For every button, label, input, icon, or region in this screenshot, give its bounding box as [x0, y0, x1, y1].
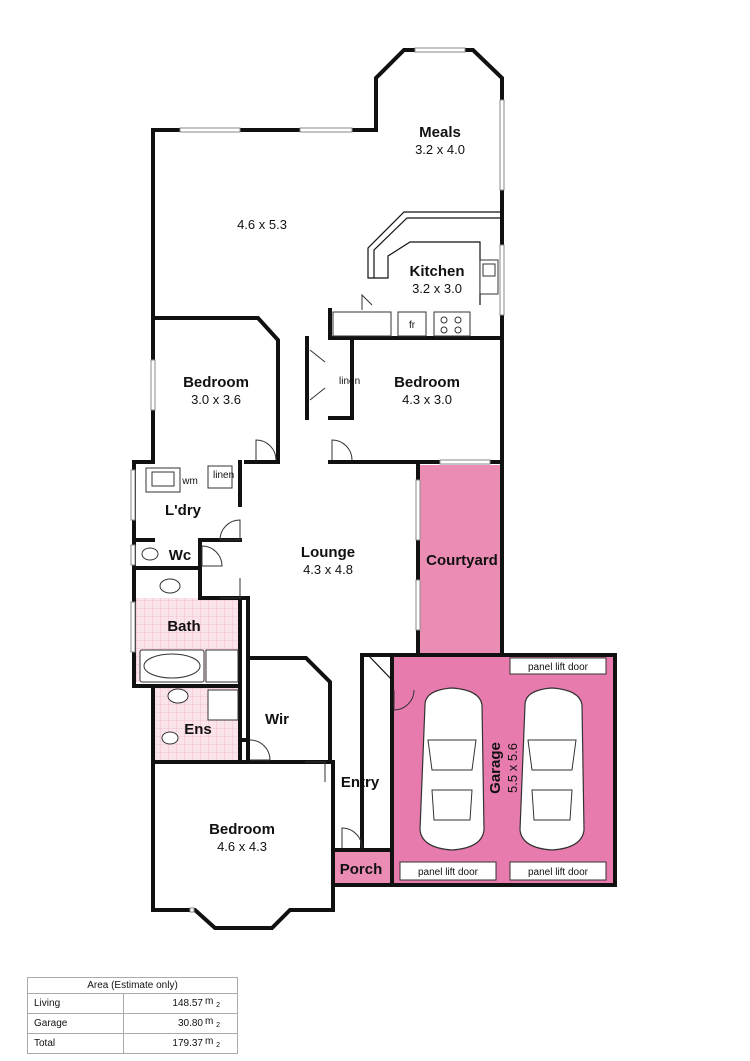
- area-row-unit: m 2: [205, 993, 238, 1014]
- bedroom-mid-label: Bedroom: [394, 374, 460, 391]
- porch-label: Porch: [340, 861, 383, 878]
- lounge-label: Lounge: [301, 544, 355, 561]
- panel-door-top: [509, 657, 607, 675]
- main-bedroom-dim: 4.6 x 4.3: [217, 839, 267, 854]
- main-bedroom-label: Bedroom: [209, 821, 275, 838]
- area-row-garage: Garage 30.80 m 2: [26, 1013, 238, 1034]
- kitchen-dim: 3.2 x 3.0: [412, 281, 462, 296]
- garage-label: Garage: [487, 742, 504, 794]
- area-row-unit: m 2: [205, 1033, 238, 1054]
- courtyard-area: [418, 465, 502, 655]
- panel-door-bottom-left: [399, 861, 497, 881]
- laundry-fixtures: [145, 465, 233, 493]
- windows: [130, 47, 505, 913]
- wc-label: Wc: [169, 547, 192, 564]
- panel-door-bottom-right-label: panel lift door: [528, 867, 589, 878]
- courtyard-label: Courtyard: [426, 552, 498, 569]
- bedroom-west-dim: 3.0 x 3.6: [191, 392, 241, 407]
- panel-door-top-label: panel lift door: [528, 662, 589, 673]
- linen-hall-label: linen: [339, 376, 360, 387]
- area-row-unit: m 2: [205, 1013, 238, 1034]
- panel-door-bottom-left-label: panel lift door: [418, 867, 479, 878]
- car-right-icon: [519, 687, 585, 851]
- area-row-label: Living: [26, 993, 125, 1014]
- bath-fixtures: [139, 547, 239, 745]
- garage-dim: 5.5 x 5.6: [505, 743, 520, 793]
- washing-machine-label: wm: [181, 476, 198, 487]
- wir-label: Wir: [265, 711, 289, 728]
- area-table: Area (Estimate only) Living 148.57 m 2 G…: [26, 977, 238, 1054]
- area-row-total: Total 179.37 m 2: [26, 1033, 238, 1054]
- bedroom-mid-dim: 4.3 x 3.0: [402, 392, 452, 407]
- fridge-label: fr: [409, 320, 416, 331]
- area-row-value: 30.80: [123, 1013, 205, 1034]
- area-table-title: Area (Estimate only): [27, 977, 238, 994]
- laundry-label: L'dry: [165, 502, 202, 519]
- meals-dim: 3.2 x 4.0: [415, 142, 465, 157]
- bath-label: Bath: [167, 618, 200, 635]
- ensuite-label: Ens: [184, 721, 212, 738]
- meals-label: Meals: [419, 124, 461, 141]
- area-row-label: Total: [26, 1033, 125, 1054]
- kitchen-label: Kitchen: [409, 263, 464, 280]
- entry-label: Entry: [341, 774, 380, 791]
- area-row-label: Garage: [26, 1013, 125, 1034]
- lounge-dim: 4.3 x 4.8: [303, 562, 353, 577]
- porch-area: [333, 850, 392, 885]
- panel-door-bottom-right: [509, 861, 607, 881]
- car-left-icon: [419, 687, 485, 851]
- kitchen-bench: [332, 211, 500, 337]
- area-row-value: 148.57: [123, 993, 205, 1014]
- area-row-living: Living 148.57 m 2: [26, 993, 238, 1014]
- area-row-value: 179.37: [123, 1033, 205, 1054]
- family-dim: 4.6 x 5.3: [237, 217, 287, 232]
- doors: [201, 293, 415, 849]
- bedroom-west-label: Bedroom: [183, 374, 249, 391]
- linen-laundry-label: linen: [213, 470, 234, 481]
